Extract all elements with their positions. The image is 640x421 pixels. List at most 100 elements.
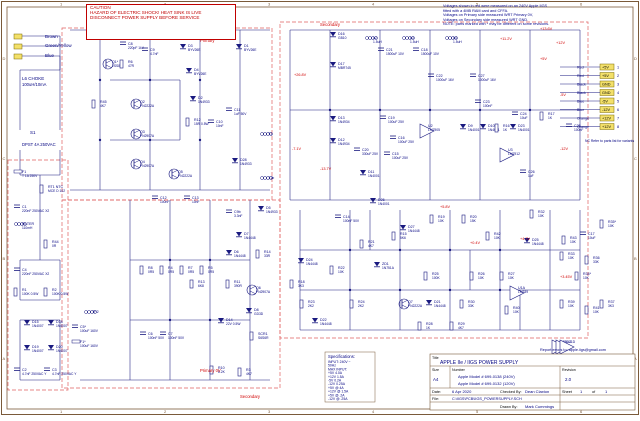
connector-wire-colour: Blue [577,100,584,104]
size-label: Size [432,368,439,372]
value-label: 10K [494,236,501,240]
title-block: Title APPLE IIe / IIGS POWER SUPPLY Size… [429,353,636,411]
value-label: 1.5uH [410,40,419,44]
date-label: Date: [432,390,441,394]
ref-label: D1 [244,44,249,48]
connector-pin-number: 4 [617,91,619,95]
ref-label: C23 [483,100,490,104]
ref-label: F1 [22,170,26,174]
value-label: 220pF 1kV [128,46,145,50]
value-label: 15K [470,219,477,223]
ref-label: R21 [368,240,375,244]
ref-label: R45 [100,100,107,104]
value-label: S6S6R [258,336,269,340]
ref-label: D3 [188,44,193,48]
voltage-annotation: -12V [560,147,568,151]
border-col-marker: 4 [372,409,375,414]
ref-label: R12 [194,118,201,122]
value-label: PN2907A [256,290,271,294]
value-label: 1N4448 [306,262,318,266]
ref-label: R24 [358,300,365,304]
ref-label: D5 [266,206,271,210]
ref-label: Q4 [140,160,145,164]
component-c9: C94.7nF [142,47,158,56]
value-label: 4.7nF [150,52,158,56]
file-label: File: [432,397,439,401]
value-label: 1N4934 [338,142,350,146]
choke-value: 100uH/10mA [22,82,47,87]
value-label: 0R5 [148,270,154,274]
ref-label: L2 [373,36,377,40]
spec-line: -5V 0.2A [328,379,342,383]
ref-label: D12 [338,138,345,142]
ref-label: C12 [160,196,167,200]
value-label: 220nF 250VAC X2 [22,272,49,276]
value-label: 1N4448 [434,304,446,308]
ref-label: C2 [22,368,27,372]
ref-label: R35* [608,220,617,224]
value-label: 2K2 [308,304,314,308]
revision-label: Revision [562,368,576,372]
ref-label: R30 [468,300,475,304]
connector-wire-colour: Red [577,74,584,78]
value-label: GD3D [254,312,264,316]
value-label: 100nF 50V [343,219,360,223]
component-t1b: T1b [260,176,274,180]
component-t1: T1 [260,132,273,136]
value-label: MCE D 102 [48,189,65,193]
ref-label: C17 [588,232,595,236]
value-label: 47R [128,64,135,68]
ref-label: R27 [508,272,515,276]
ref-label: R42 [494,232,501,236]
value-label: 10K [583,276,590,280]
choke-label: L6 CHOKE [22,76,44,81]
ref-label: R43 [570,236,577,240]
voltage-annotation: +5V [540,57,547,61]
ref-label: L3 [410,36,414,40]
value-label: 4K7 [458,326,464,330]
ref-label: D17 [338,62,345,66]
date-value: 6 Apr 2020 [452,389,472,394]
wire-label-blue: Blue [45,53,55,58]
value-label: 3K3 [298,284,304,288]
ref-label: C16 [398,136,405,140]
value-label: 390R [234,284,243,288]
component-u1d: U1D [559,339,576,355]
measurement-notes: Voltages shown in red were measured on a… [443,4,593,34]
value-label: 10uF [588,236,596,240]
ref-label: D22 [320,318,327,322]
region-label-secondary: Secondary [320,22,341,27]
value-label: 1500uF 10V [386,52,405,56]
value-label: 10K [508,276,515,280]
border-col-marker: 2 [164,409,167,414]
connector-pin-label: +5V [602,66,609,70]
value-label: 33R [264,254,271,258]
voltage-annotation: +3.45V [560,275,573,279]
border-col-marker: 5 [476,2,479,7]
connector-note: NC Refer to parts list for variants [585,139,634,143]
connector-pin-label: -5V [602,100,608,104]
